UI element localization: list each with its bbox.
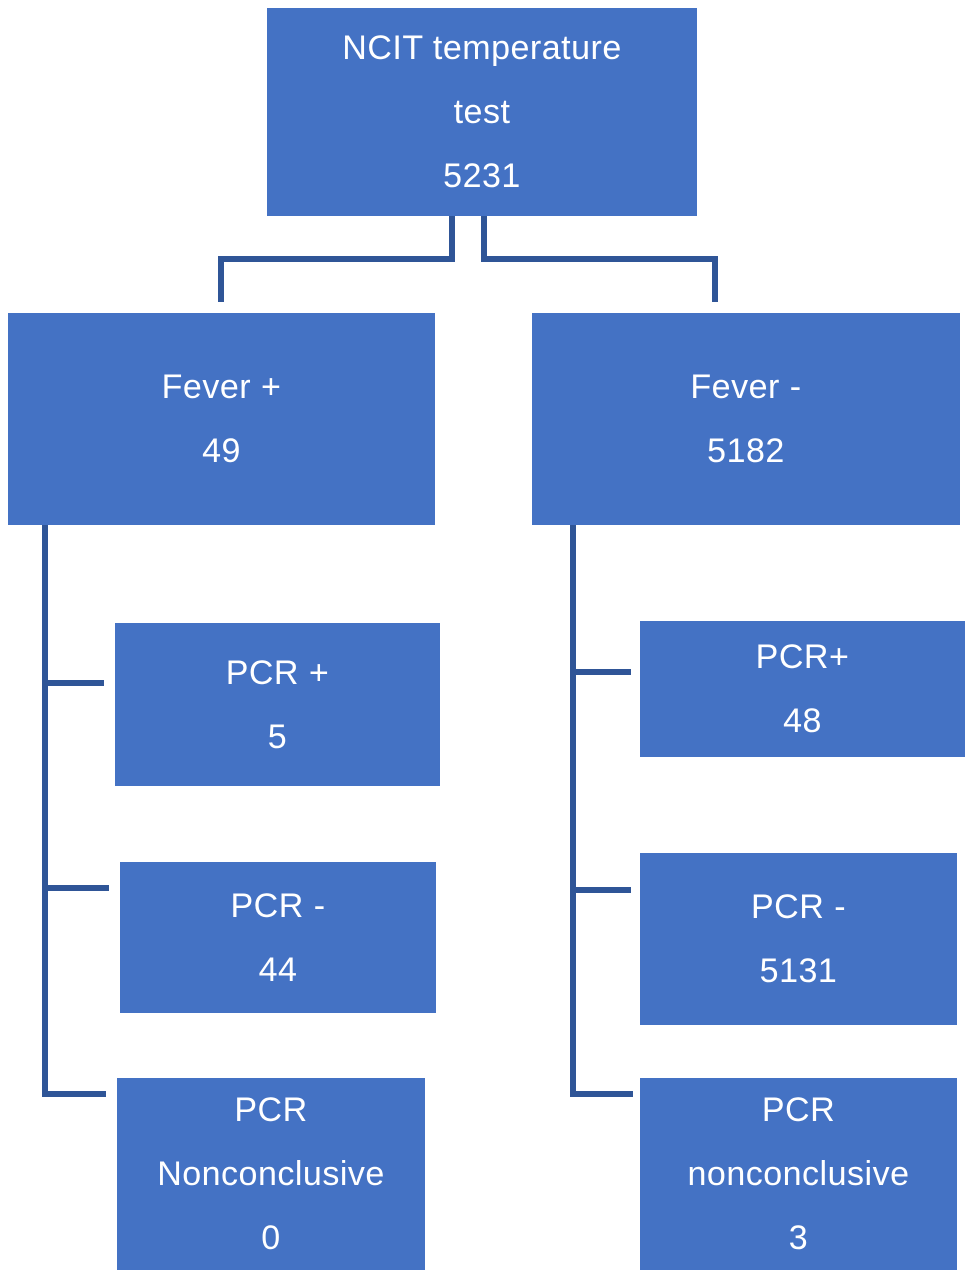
connector-root-left-stub [449,216,455,262]
connector-root-left-drop [218,256,224,302]
node-label-line: PCR [234,1091,308,1129]
node-label-line: Fever - [690,368,802,406]
node-label-line: PCR - [750,888,847,926]
node-fever-positive: Fever + 49 [8,313,435,525]
node-value: 5182 [707,432,785,470]
connector-root-right-stub [481,216,487,262]
node-value: 49 [202,432,241,470]
node-fever-negative-pcr-positive: PCR+ 48 [640,621,965,757]
node-label-line: PCR + [225,653,330,692]
connector-fever-positive-branch-pcr-nonconclusive [42,1091,106,1097]
node-value: 5231 [443,157,521,195]
node-label-line: Nonconclusive [157,1155,385,1193]
node-value: 0 [261,1219,281,1257]
connector-fever-positive-branch-pcr-negative [42,885,109,891]
node-value: 5 [267,717,288,756]
connector-fever-positive-trunk [42,525,48,1097]
node-label-line: PCR [761,1091,836,1129]
node-label-line: Fever + [161,368,282,406]
connector-fever-positive-branch-pcr-positive [42,680,104,686]
node-label-line: test [453,93,511,131]
node-ncit-temperature-test: NCIT temperature test 5231 [267,8,697,216]
connector-root-right-drop [712,256,718,302]
node-value: 48 [783,702,822,740]
node-fever-positive-pcr-positive: PCR + 5 [115,623,440,786]
node-fever-negative-pcr-nonconclusive: PCR nonconclusive 3 [640,1078,957,1270]
node-value: 44 [258,950,298,989]
connector-fever-negative-trunk [570,525,576,1097]
connector-root-left-horizontal [218,256,455,262]
node-fever-positive-pcr-negative: PCR - 44 [120,862,436,1013]
node-label-line: NCIT temperature [342,29,622,67]
connector-fever-negative-branch-pcr-negative [570,887,631,893]
node-value: 3 [788,1219,809,1257]
node-label-line: PCR+ [755,638,850,676]
node-label-line: nonconclusive [687,1155,910,1193]
connector-fever-negative-branch-pcr-nonconclusive [570,1091,633,1097]
node-fever-negative-pcr-negative: PCR - 5131 [640,853,957,1025]
node-value: 5131 [759,952,838,990]
node-fever-positive-pcr-nonconclusive: PCR Nonconclusive 0 [117,1078,425,1270]
connector-fever-negative-branch-pcr-positive [570,669,631,675]
node-fever-negative: Fever - 5182 [532,313,960,525]
connector-root-right-horizontal [481,256,718,262]
node-label-line: PCR - [230,886,326,925]
